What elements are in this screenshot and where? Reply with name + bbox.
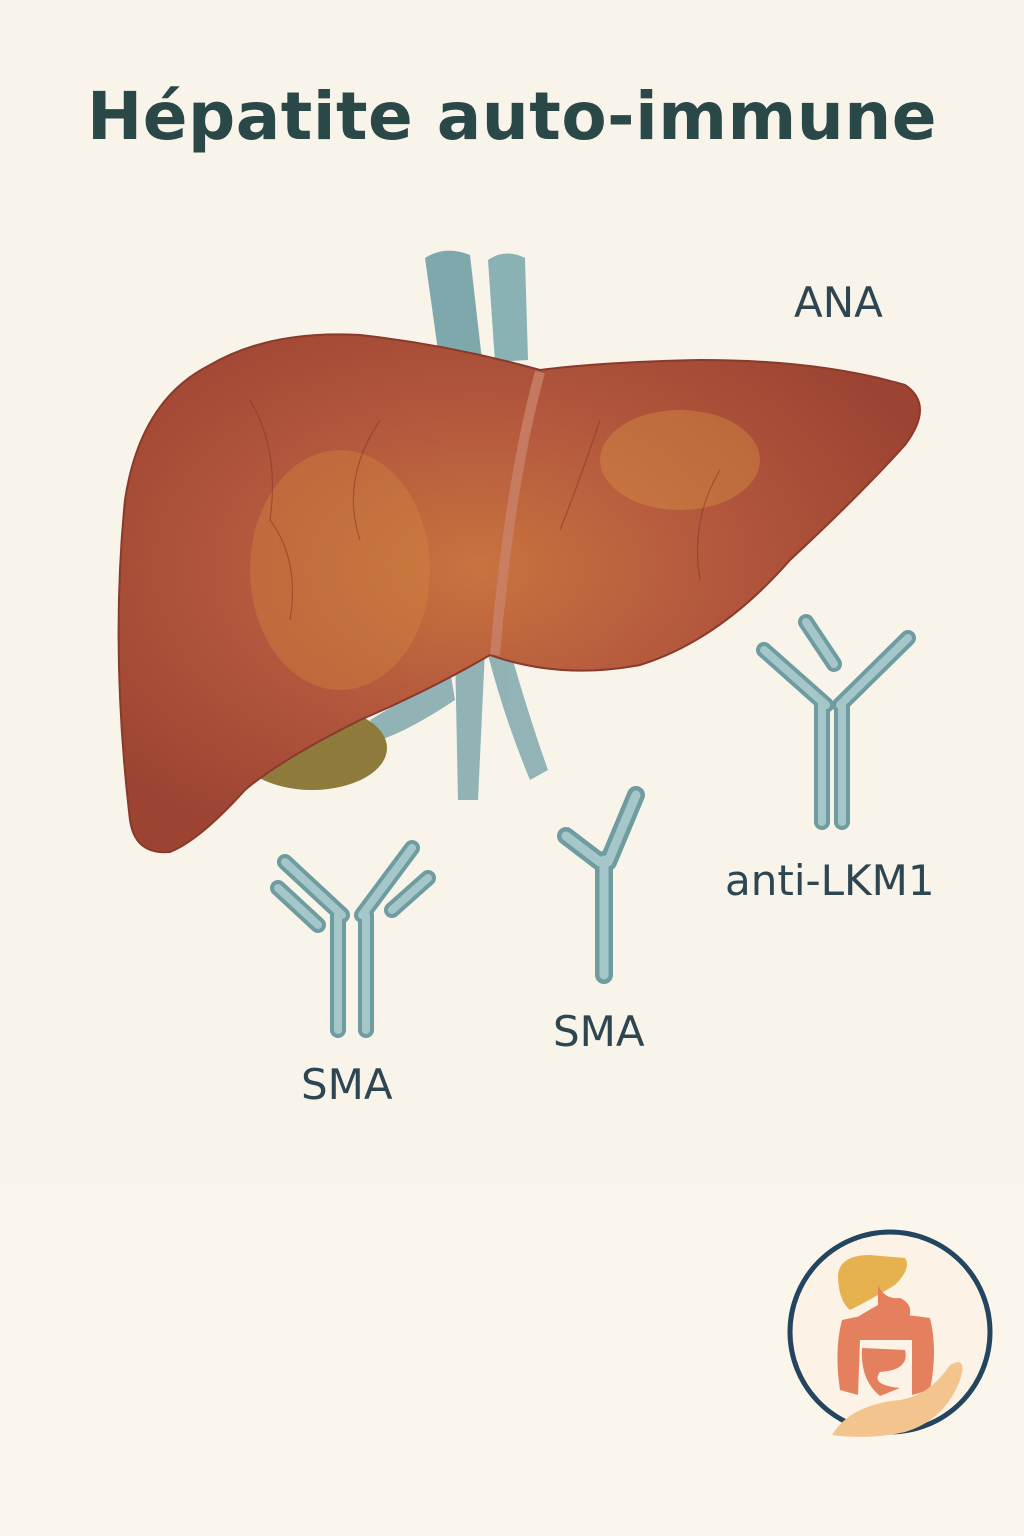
antibody-icon-middle: [557, 786, 645, 984]
liver: [117, 333, 921, 854]
label-ana: ANA: [794, 278, 883, 327]
antibody-icon-left: [270, 840, 436, 1038]
label-sma-left: SMA: [301, 1060, 393, 1109]
vessel-bottom: [370, 650, 548, 800]
label-anti-lkm1: anti-LKM1: [725, 856, 935, 905]
page-title: Hépatite auto-immune: [87, 78, 937, 155]
label-sma-middle: SMA: [553, 1007, 645, 1056]
antibody-icon-right: [756, 614, 916, 830]
vessel-top: [425, 250, 528, 365]
digestive-care-logo: [787, 1229, 993, 1437]
